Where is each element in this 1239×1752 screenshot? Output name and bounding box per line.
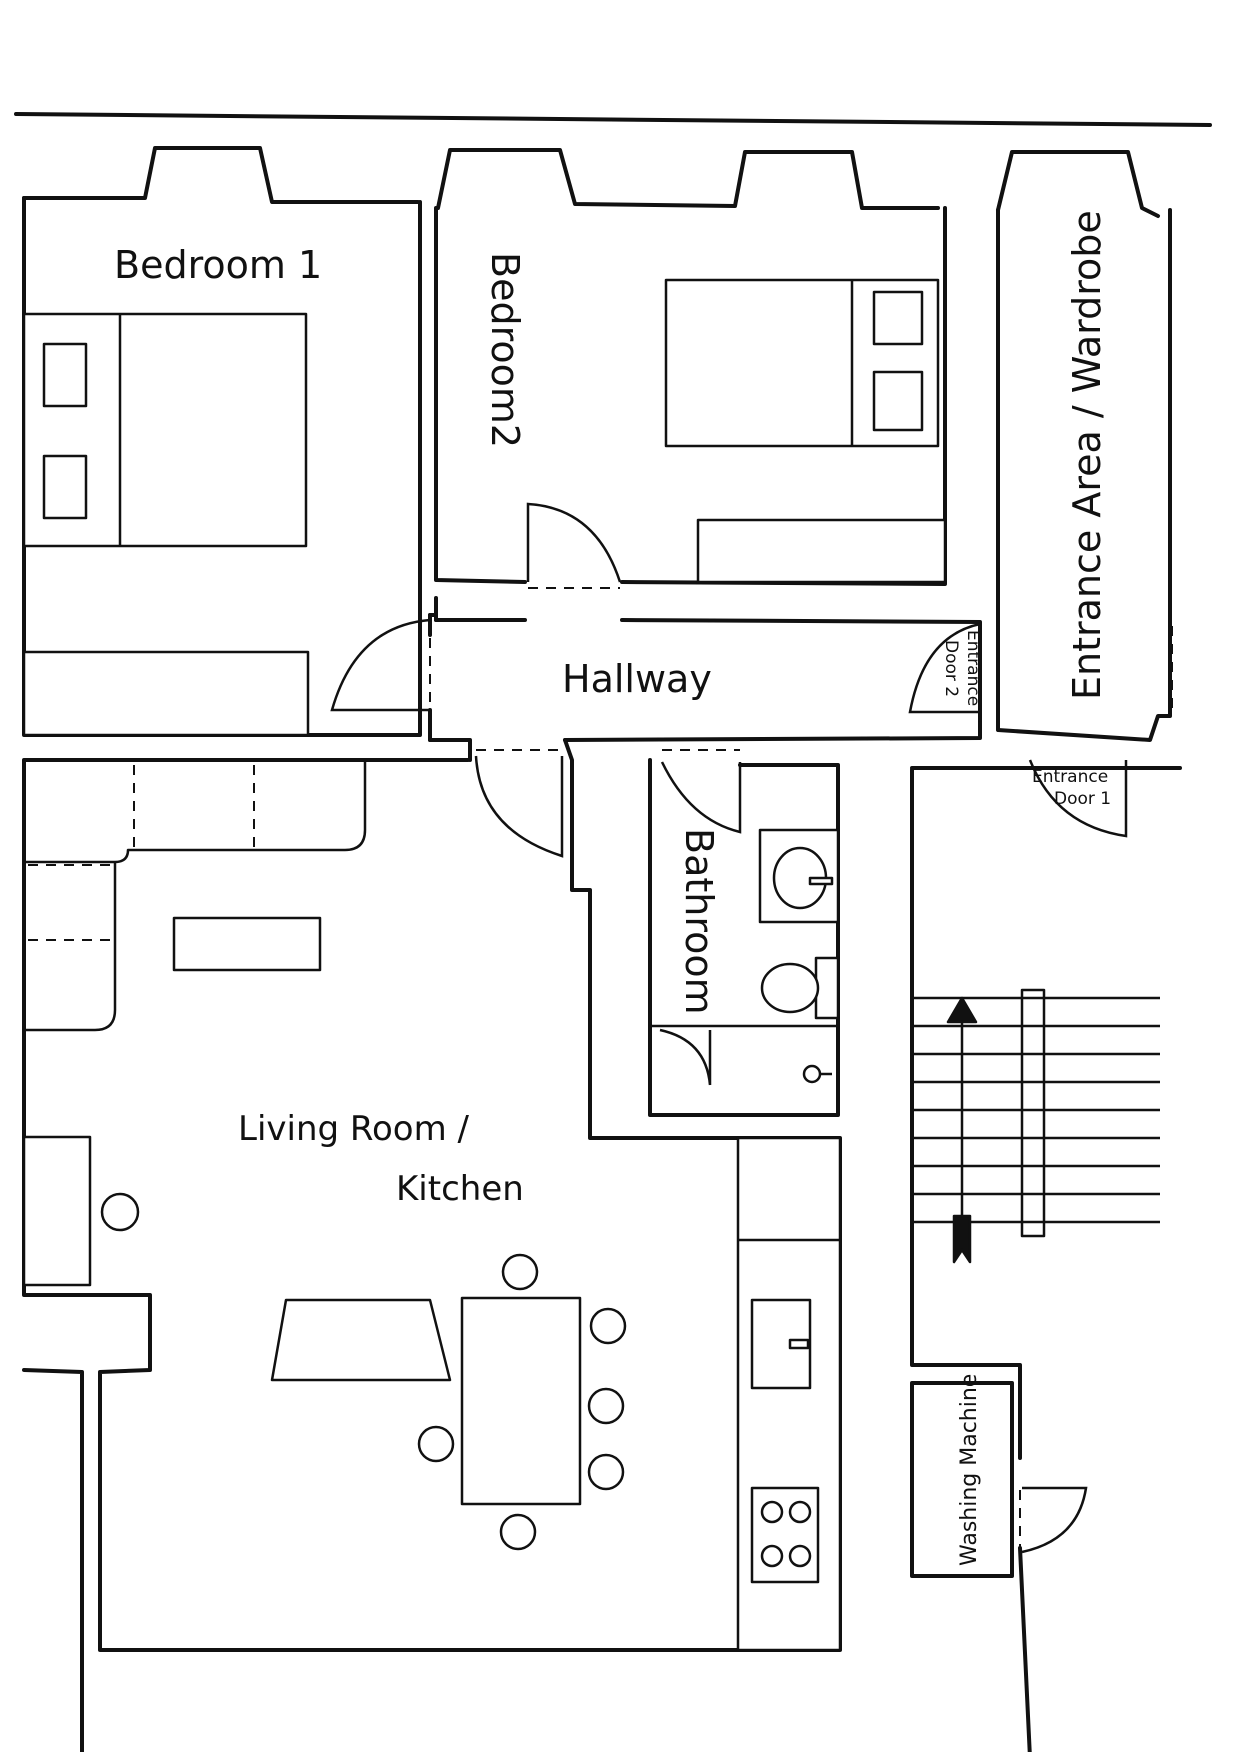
burner-3 — [760, 1544, 784, 1568]
hallway-wall-top — [434, 596, 527, 622]
hallway-wall-bottom-left — [428, 738, 472, 762]
bathroom-door[interactable] — [660, 761, 742, 834]
living-cabinet — [22, 1135, 92, 1287]
window-bay-entrance — [996, 150, 1160, 218]
bedroom1-door[interactable] — [330, 618, 431, 712]
sink-tap — [788, 1338, 810, 1350]
label-entrance-door1-a: Entrance — [1032, 767, 1108, 787]
kitchen-sink — [750, 1298, 812, 1390]
entrance-door-1[interactable] — [1028, 759, 1128, 838]
chair-bottom — [499, 1513, 537, 1551]
burner-2 — [788, 1500, 812, 1524]
sofa — [270, 1298, 452, 1382]
label-hallway: Hallway — [562, 657, 712, 701]
label-living-room: Living Room / — [238, 1109, 470, 1149]
entrance-walls — [996, 208, 1172, 742]
window-bay-bedroom2 — [436, 148, 940, 210]
burner-4 — [788, 1544, 812, 1568]
label-bedroom2: Bedroom2 — [483, 252, 527, 448]
chair-top — [501, 1253, 539, 1291]
kitchen-island — [172, 916, 322, 972]
label-kitchen: Kitchen — [396, 1169, 524, 1209]
label-washing-machine: Washing Machine — [957, 1374, 982, 1566]
chair-left — [417, 1425, 455, 1463]
label-entrance-door2-b: Door 2 — [941, 640, 961, 697]
stair-banister — [1020, 988, 1046, 1238]
chair-right-3 — [587, 1453, 625, 1491]
toilet-bowl — [760, 962, 820, 1014]
bed2-pillow-2 — [872, 370, 924, 432]
chair-right-2 — [587, 1387, 625, 1425]
kitchen-corner-counter — [24, 762, 367, 864]
washing-machine-closet — [910, 1381, 1014, 1578]
top-boundary-line — [14, 112, 1212, 127]
living-room-door[interactable] — [474, 755, 564, 858]
toilet-cistern — [814, 956, 840, 1020]
label-entrance-area: Entrance Area / Wardrobe — [1065, 210, 1109, 700]
label-bathroom: Bathroom — [677, 828, 721, 1015]
shower-drain — [802, 1064, 822, 1084]
hallway-wall-bottom — [563, 718, 982, 742]
shower-door[interactable] — [659, 1028, 712, 1086]
stool — [100, 1192, 140, 1232]
kitchen-left-counter — [24, 862, 117, 1032]
bedroom2-walls — [434, 206, 527, 584]
dining-table — [460, 1296, 582, 1506]
basin-tap — [808, 876, 834, 886]
bathroom-walls — [648, 758, 840, 1117]
bedroom2-door[interactable] — [526, 502, 622, 583]
label-entrance-door1-b: Door 1 — [1054, 789, 1111, 809]
utility-door[interactable] — [1021, 1486, 1088, 1554]
stair-treads — [912, 996, 1160, 1224]
bed1-pillow-2 — [42, 454, 88, 520]
burner-1 — [760, 1500, 784, 1524]
hallway-wall-top-r — [620, 618, 982, 632]
living-room-outer-bottom — [22, 1368, 1032, 1752]
stairwell-left-wall — [910, 768, 1022, 1460]
entrance-door-2[interactable] — [908, 622, 981, 714]
label-entrance-door2-a: Entrance — [963, 630, 983, 706]
window-bay-bedroom1 — [22, 146, 420, 204]
stair-arrow-head — [946, 996, 978, 1024]
bed1-pillow-1 — [42, 342, 88, 408]
stair-arrow-tail — [952, 1214, 972, 1264]
label-bedroom1: Bedroom 1 — [114, 243, 322, 287]
bed2-pillow-1 — [872, 290, 924, 346]
bedroom1-wardrobe — [22, 650, 310, 737]
chair-right-1 — [589, 1307, 627, 1345]
bedroom2-wardrobe — [696, 518, 947, 584]
cooktop — [750, 1486, 820, 1584]
